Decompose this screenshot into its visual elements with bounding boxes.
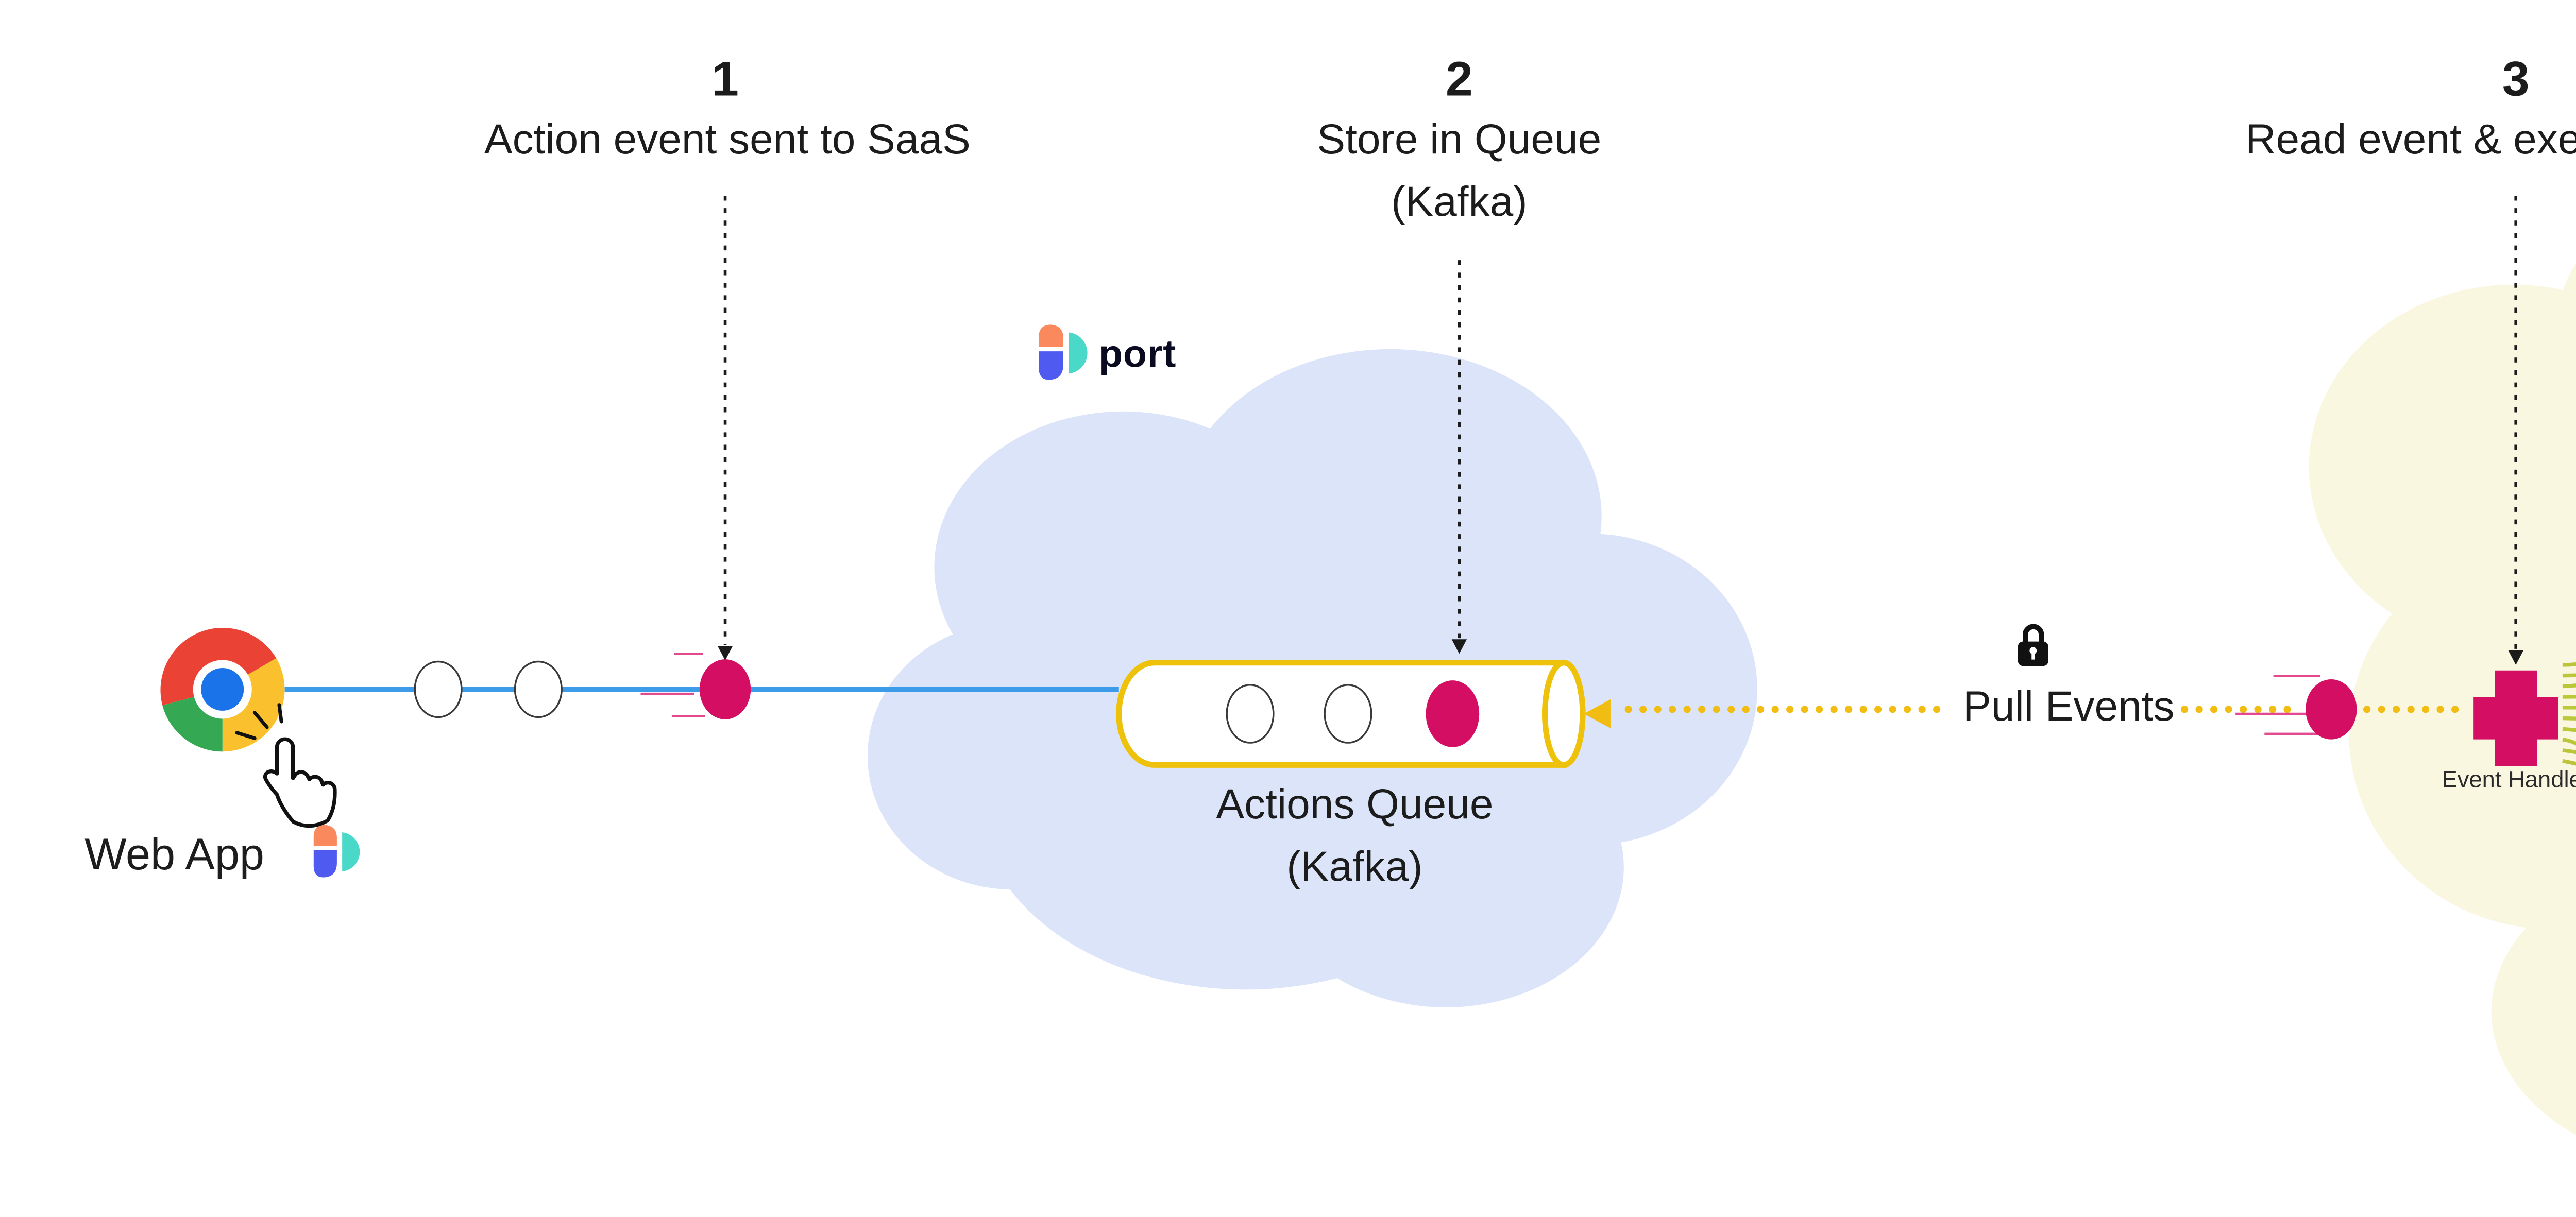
port-logo-text: port [1098,331,1177,376]
web-app-label: Web App [84,831,264,881]
step1-number: 1 [711,51,739,107]
port-logo-mini-icon [313,825,360,878]
step2-sublabel: (Kafka) [1391,180,1528,227]
lock-icon [2018,624,2048,666]
event-handler-cross-icon [2473,670,2558,766]
step2-arrow [1451,260,1467,654]
actions-queue-label: Actions Queue [1216,782,1494,830]
step3-number: 3 [2502,51,2530,107]
chrome-browser-icon [160,627,285,752]
pull-events-label: Pull Events [1963,684,2175,732]
event-dot-outbound [640,653,751,719]
port-logo-icon [1039,324,1088,380]
event-handler-label: Event Handler [2442,767,2576,794]
pull-events-arrowhead [1584,699,1611,729]
step2-number: 2 [1445,51,1473,107]
actions-queue-sublabel: (Kafka) [1286,845,1423,892]
step3-label: Read event & execute runner [2245,117,2576,165]
hand-click-cursor-icon [235,703,337,828]
runners-cloud [2309,263,2576,1135]
step1-label: Action event sent to SaaS [484,117,971,165]
step1-arrow [717,195,733,661]
event-dot-pulled [2235,675,2357,740]
queued-event-circles [414,660,563,718]
actions-queue-cylinder [1116,660,1586,768]
step2-label: Store in Queue [1317,117,1602,165]
step3-arrow [2508,195,2523,665]
